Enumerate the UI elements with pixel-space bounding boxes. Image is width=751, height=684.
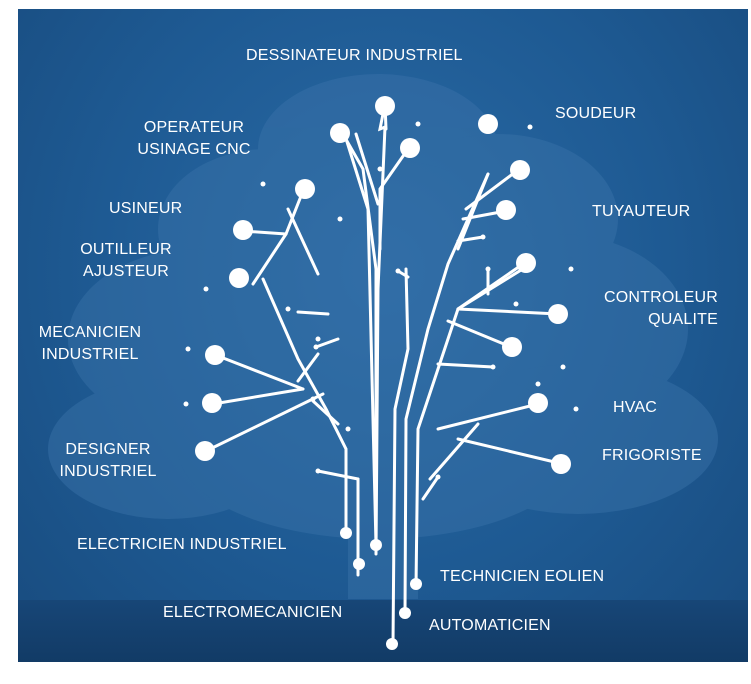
- node-frigoriste: [551, 454, 571, 474]
- label-tuyauteur: TUYAUTEUR: [592, 203, 691, 220]
- label-electricien-industriel: ELECTRICIEN INDUSTRIEL: [77, 536, 287, 553]
- label-outilleur-line1: OUTILLEUR: [80, 241, 172, 258]
- node-hvac: [528, 393, 548, 413]
- node-electricien-3: [353, 558, 365, 570]
- label-operateur-usinage-cnc: OPERATEUR USINAGE CNC: [124, 117, 264, 161]
- node-operateur-2: [400, 138, 420, 158]
- node-usineur-2: [233, 220, 253, 240]
- node-technicien: [410, 578, 422, 590]
- ellipsis-more: ...: [422, 649, 450, 663]
- label-operateur-line2: USINAGE CNC: [137, 141, 251, 158]
- label-designer-industriel: DESIGNER INDUSTRIEL: [48, 439, 168, 483]
- node-electromecanicien: [399, 607, 411, 619]
- node-mecanicien: [205, 345, 225, 365]
- label-electromecanicien: ELECTROMECANICIEN: [163, 604, 343, 621]
- label-usineur: USINEUR: [109, 200, 183, 217]
- label-designer-line2: INDUSTRIEL: [59, 463, 157, 480]
- node-soudeur: [478, 114, 498, 134]
- branch-tips: [183, 121, 579, 480]
- label-controleur-line1: CONTROLEUR: [603, 289, 718, 306]
- label-frigoriste: FRIGORISTE: [602, 447, 702, 464]
- node-electricien-1: [340, 527, 352, 539]
- node-controleur: [516, 253, 536, 273]
- label-automaticien: AUTOMATICIEN: [429, 617, 551, 634]
- label-controleur-line2: QUALITE: [648, 311, 718, 328]
- label-mecanicien-line2: INDUSTRIEL: [41, 346, 139, 363]
- node-usineur: [295, 179, 315, 199]
- node-operateur: [330, 123, 350, 143]
- label-soudeur: SOUDEUR: [555, 105, 637, 122]
- label-operateur-line1: OPERATEUR: [143, 119, 245, 136]
- label-hvac: HVAC: [613, 399, 658, 416]
- label-dessinateur-industriel: DESSINATEUR INDUSTRIEL: [246, 47, 463, 64]
- label-mecanicien-line1: MECANICIEN: [38, 324, 142, 341]
- node-mecanicien-2: [202, 393, 222, 413]
- label-outilleur-ajusteur: OUTILLEUR AJUSTEUR: [66, 239, 186, 283]
- node-electricien-2: [370, 539, 382, 551]
- label-designer-line1: DESIGNER: [65, 441, 151, 458]
- label-mecanicien-industriel: MECANICIEN INDUSTRIEL: [24, 322, 156, 366]
- label-outilleur-line2: AJUSTEUR: [82, 263, 170, 280]
- node-tuyauteur: [496, 200, 516, 220]
- ground-strip: [18, 600, 748, 662]
- node-controleur-2: [548, 304, 568, 324]
- node-automaticien: [386, 638, 398, 650]
- career-tree-graphic: [48, 74, 718, 650]
- tree-branches: [204, 102, 565, 646]
- node-soudeur-2: [510, 160, 530, 180]
- node-outilleur: [229, 268, 249, 288]
- label-technicien-eolien: TECHNICIEN EOLIEN: [440, 568, 605, 585]
- node-controleur-3: [502, 337, 522, 357]
- node-dessinateur: [375, 96, 395, 116]
- tree-diagram-panel: DESSINATEUR INDUSTRIEL OPERATEUR USINAGE…: [18, 9, 748, 662]
- label-controleur-qualite: CONTROLEUR QUALITE: [578, 287, 718, 331]
- career-nodes: [195, 96, 571, 650]
- node-designer: [195, 441, 215, 461]
